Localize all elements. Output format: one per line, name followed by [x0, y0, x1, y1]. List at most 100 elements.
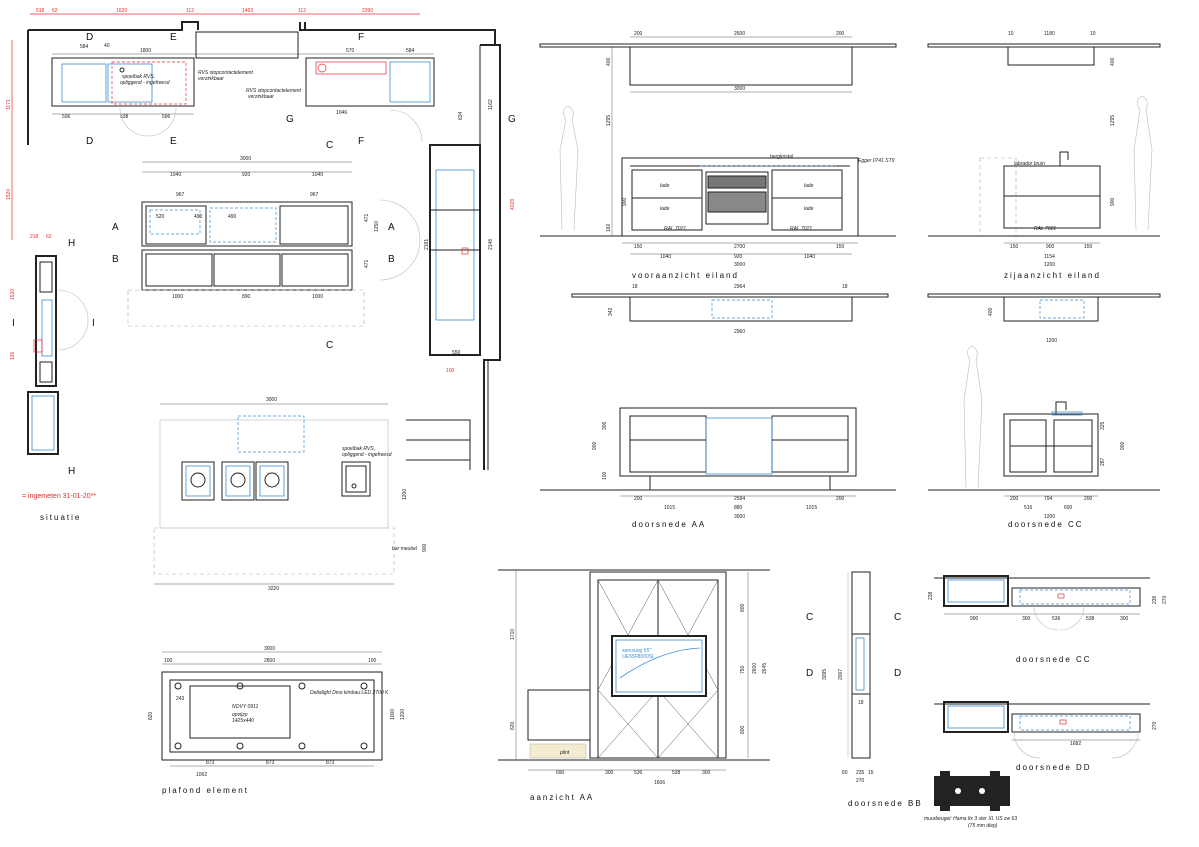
plan-dim-471-a: 471: [364, 213, 370, 222]
aa-dim-left-900: 900: [592, 441, 598, 450]
aanzicht-dim-1606: 1606: [654, 780, 665, 786]
cc-dim-bottom-1200: 1200: [1044, 514, 1055, 520]
plan-dim-40: 40: [104, 43, 110, 49]
aanzicht-dim-538: 538: [672, 770, 681, 776]
bb-mark-c-right: C: [894, 612, 901, 623]
bb-title: doorsnede BB: [848, 799, 923, 808]
situatie-title: situatie: [40, 513, 81, 522]
situatie-dim-62: 62: [46, 234, 52, 240]
cc-dim-left-900: 900: [1120, 441, 1126, 450]
plan-dim-1250: 1250: [374, 221, 380, 232]
bb-dim-15: 15: [868, 770, 874, 776]
plan-dim-red-7: 2390: [362, 8, 373, 14]
cc-dim-bottom-600: 600: [1064, 505, 1073, 511]
aanzicht-tv-label-1: samsung 55": [622, 648, 651, 654]
section-mark-i-left: I: [12, 318, 15, 329]
plan-dim-1040-a: 1040: [170, 172, 181, 178]
cc-dim-bottom-200-b: 200: [1084, 496, 1093, 502]
plafond-label-hood-1: NOVY 0911: [232, 704, 258, 710]
zij-title: zijaanzicht eiland: [1004, 271, 1101, 280]
voor-dim-left-900: 900: [622, 197, 628, 206]
aanzicht-dim-300-a: 300: [605, 770, 614, 776]
bb-dim-235: 235: [856, 770, 865, 776]
cc2-dim-300-b: 300: [1120, 616, 1129, 622]
cc2-dim-236: 236: [1152, 595, 1158, 604]
plan-dim-100: 100: [446, 368, 455, 374]
voor-title: vooraanzicht eiland: [632, 271, 739, 280]
voor-label-lade-1: lade: [660, 183, 670, 189]
plan-dim-1000-b: 1000: [312, 294, 323, 300]
bb-dim-3095: 3095: [822, 669, 828, 680]
cc2-title: doorsnede CC: [1016, 655, 1092, 664]
plafond-dim-820: 820: [148, 711, 154, 720]
plan-dim-red-left-2: 1520: [6, 189, 12, 200]
aa-dim-left-305: 305: [602, 421, 608, 430]
voor-dim-left-160: 160: [606, 223, 612, 232]
topview-dim-3000: 3000: [266, 397, 277, 403]
aanzicht-dim-690: 690: [556, 770, 565, 776]
plan-dim-490-a: 490: [194, 214, 203, 220]
aa-top-dim-2964: 2964: [734, 284, 745, 290]
aanzicht-label-plint: plint: [559, 750, 570, 756]
aa-dim-bottom-200-b: 200: [836, 496, 845, 502]
aanzicht-dim-right-750: 750: [740, 665, 746, 674]
plafond-dim-3000: 3000: [264, 646, 275, 652]
situatie-dim-1530: 1530: [10, 289, 16, 300]
plan-dim-2146: 2146: [488, 239, 494, 250]
zijaanzicht-eiland: 10 1180 10 labrador bruin RAL 7021 400 1…: [927, 31, 1161, 280]
voor-dim-bottom-1040-a: 1040: [660, 254, 671, 260]
aa-dim-bottom-1015-b: 1015: [806, 505, 817, 511]
section-mark-a-left: A: [112, 222, 119, 233]
cc2-dim-536: 536: [1052, 616, 1061, 622]
section-mark-h-bottom: H: [68, 466, 75, 477]
section-mark-f-bottom: F: [358, 136, 364, 147]
voor-dim-bottom-2700: 2700: [734, 244, 745, 250]
plan-dim-1000-a: 1000: [172, 294, 183, 300]
plan-dim-1800: 1800: [140, 48, 151, 54]
zij-dim-left-400: 400: [1110, 57, 1116, 66]
wall-bracket-icon: [934, 771, 1010, 811]
aa-dim-bottom-880: 880: [734, 505, 743, 511]
plan-dim-red-2: 62: [52, 8, 58, 14]
aanzicht-dim-620: 620: [510, 721, 516, 730]
bb-dim-18: 18: [858, 700, 864, 706]
zij-label-labrador: labrador bruin: [1014, 161, 1045, 167]
aa-dim-bottom-1015-a: 1015: [664, 505, 675, 511]
cc-top-dim-1200: 1200: [1046, 338, 1057, 344]
voor-label-lade-2: lade: [804, 183, 814, 189]
voor-dim-total: 3000: [734, 86, 745, 92]
bb-mark-d-right: D: [894, 668, 901, 679]
aa-dim-bottom-2584: 2584: [734, 496, 745, 502]
bb-mark-c-left: C: [806, 612, 813, 623]
bb-dim-2007: 2007: [838, 669, 844, 680]
aanzicht-aa: samsung 55" UE55F8000SL plint 1710 620 8…: [498, 569, 770, 802]
voor-label-egger: Egger 0741 ST9: [858, 158, 895, 164]
dd-title: doorsnede DD: [1016, 763, 1092, 772]
plafond-label-hood-3: 1425x440: [232, 718, 254, 724]
bb-bracket-label-2: (75 mm diep): [968, 823, 998, 829]
plan-dim-red-3: 1620: [116, 8, 127, 14]
zij-dim-bottom-1154: 1154: [1044, 254, 1055, 260]
plan-dim-2181: 2181: [424, 239, 430, 250]
aa-dim-bottom-200-a: 200: [634, 496, 643, 502]
doorsnede-aa-ceiling: 18 2964 18 342 2960: [571, 284, 889, 335]
aanzicht-dim-right-2645: 2645: [762, 663, 768, 674]
voor-dim-left-1295: 1295: [606, 115, 612, 126]
section-mark-b-right: B: [388, 254, 395, 265]
cc2-dim-538: 538: [1086, 616, 1095, 622]
topview-dim-1200: 1200: [402, 489, 408, 500]
cc2-dim-990: 990: [970, 616, 979, 622]
situatie-view: 218 62 1530 126 H H I I = ingemeten 31-0…: [10, 234, 96, 522]
aa-top-dim-342: 342: [608, 307, 614, 316]
aanzicht-dim-536: 536: [634, 770, 643, 776]
voor-label-bergkristal: bergkristal: [770, 154, 794, 160]
cc-dim-bottom-200-a: 200: [1010, 496, 1019, 502]
plan-dim-520: 520: [156, 214, 165, 220]
zij-label-ral: RAL 7021: [1034, 226, 1056, 232]
voor-label-ral-2: RAL 7021: [790, 226, 812, 232]
cc2-dim-238: 238: [928, 591, 934, 600]
section-mark-c-top: C: [326, 140, 333, 151]
voor-label-ral-1: RAL 7021: [664, 226, 686, 232]
plafond-dim-1062: 1062: [196, 772, 207, 778]
